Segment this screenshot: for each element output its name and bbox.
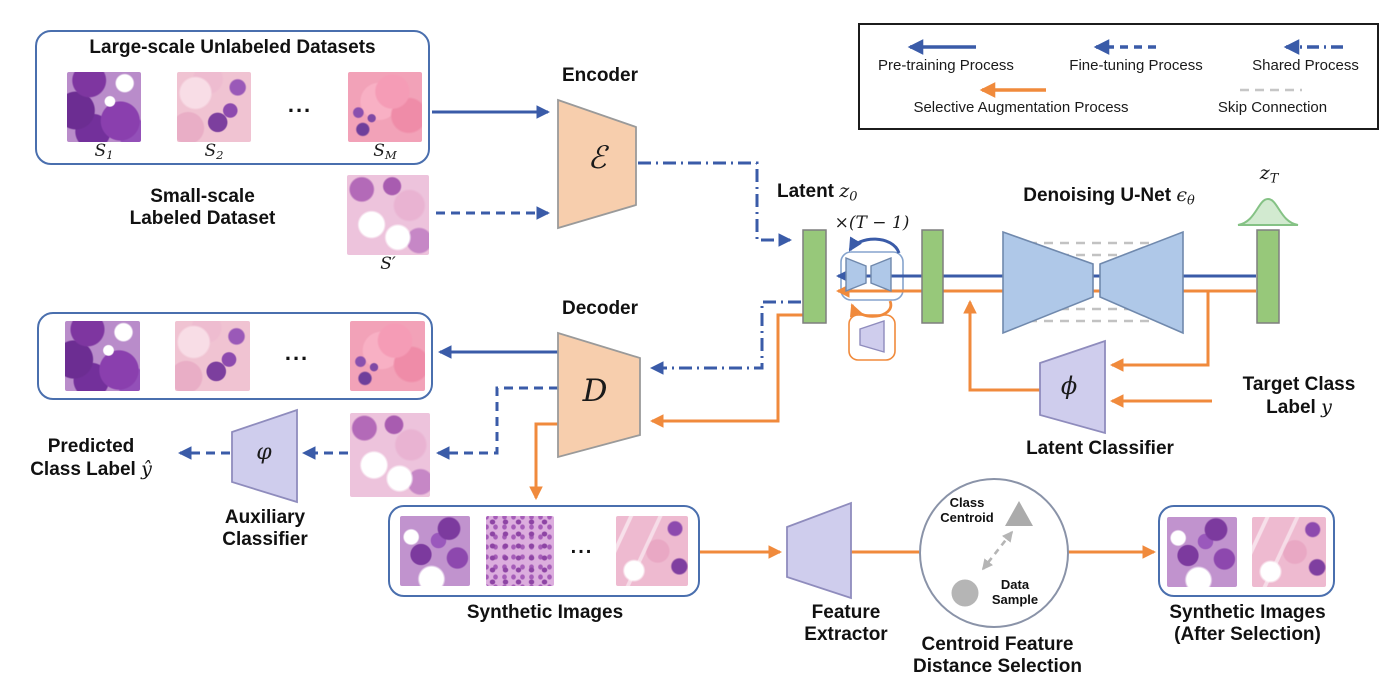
decoder-trapezoid	[557, 331, 641, 459]
sprime-label: S′	[380, 254, 396, 274]
feature-extractor-label: Feature Extractor	[804, 602, 888, 646]
legend-selective-label: Selective Augmentation Process	[913, 99, 1129, 116]
decoder-title: Decoder	[561, 298, 639, 319]
encoder-symbol: ℰ	[587, 140, 607, 176]
arrow-latent-to-decoder-orange	[649, 313, 803, 428]
target-class-label: Target Class Label y	[1242, 374, 1356, 419]
latent-classifier-trapezoid	[1039, 339, 1106, 435]
latent-zT-bar	[1256, 229, 1280, 324]
recon-patch-1	[65, 321, 140, 391]
synthetic-patch-2	[486, 516, 554, 586]
arrow-unet-to-latent-classifier	[1109, 291, 1210, 372]
latent-classifier-label: Latent Classifier	[1026, 438, 1174, 459]
encoder-title: Encoder	[561, 65, 639, 86]
aux-classifier-trapezoid	[231, 408, 298, 504]
after-selection-patch-1	[1167, 517, 1237, 587]
class-centroid-label: Class Centroid	[940, 495, 994, 526]
aux-classifier-label: Auxiliary Classifier	[222, 507, 308, 551]
histology-patch-s2	[177, 72, 251, 142]
mini-unet-right-trapezoid	[870, 256, 892, 293]
latent-z0-bar	[802, 229, 827, 324]
arrow-latent-to-decoder-shared	[649, 300, 826, 375]
unlabeled-datasets-title: Large-scale Unlabeled Datasets	[89, 37, 376, 58]
data-sample-label: Data Sample	[991, 577, 1039, 608]
mini-classifier-trapezoid	[859, 320, 885, 353]
feature-extractor-trapezoid	[786, 501, 852, 600]
mini-unet-left-trapezoid	[845, 256, 867, 293]
iteration-count-label: ×(T − 1)	[834, 213, 910, 233]
recon-sample-patch	[350, 413, 430, 497]
recon-ellipsis: ...	[284, 340, 310, 365]
s1-label: S1	[94, 141, 114, 163]
legend-skip-label: Skip Connection	[1217, 99, 1328, 116]
aux-classifier-symbol: φ	[256, 440, 272, 465]
sM-label: SM	[373, 141, 397, 163]
synthetic-patch-3	[616, 516, 688, 586]
s2-label: S2	[204, 141, 224, 163]
class-centroid-triangle	[1005, 501, 1033, 526]
predicted-class-label: Predicted Class Label ŷ	[30, 436, 152, 481]
after-selection-label: Synthetic Images (After Selection)	[1169, 602, 1326, 646]
unet-title: Denoising U-Net ϵθ	[1023, 184, 1195, 209]
after-selection-patch-2	[1252, 517, 1326, 587]
histology-patch-sM	[348, 72, 422, 142]
histology-patch-sprime	[347, 175, 429, 255]
zT-distribution-curve	[1237, 197, 1299, 226]
arrow-iteration-loop-blue	[848, 236, 901, 254]
unet-decoder-trapezoid	[1099, 230, 1184, 335]
legend-shared-label: Shared Process	[1252, 57, 1359, 74]
data-sample-dot	[951, 579, 979, 607]
legend-pretrain-label: Pre-training Process	[878, 57, 1014, 74]
histology-patch-s1	[67, 72, 141, 142]
arrow-decoder-to-sample	[435, 386, 558, 460]
arrow-encoder-to-latent	[638, 161, 793, 247]
labeled-dataset-title: Small-scale Labeled Dataset	[129, 186, 276, 230]
centroid-distance-arrow	[981, 530, 1014, 571]
arrow-classifier-guidance	[963, 299, 1040, 392]
zT-label: zT	[1259, 162, 1279, 187]
unet-encoder-trapezoid	[1002, 230, 1094, 335]
recon-patch-2	[175, 321, 250, 391]
decoder-symbol: D	[582, 373, 608, 409]
selection-label: Centroid Feature Distance Selection	[913, 634, 1082, 678]
legend-finetune-label: Fine-tuning Process	[1069, 57, 1203, 74]
arrow-decoder-to-synthetic	[529, 422, 558, 501]
latent-classifier-symbol: ϕ	[1060, 372, 1078, 400]
synthetic-images-label: Synthetic Images	[466, 602, 624, 623]
latent-z0-label: Latent z0	[777, 180, 858, 205]
encoder-trapezoid	[557, 98, 637, 230]
arrow-iteration-loop-orange	[849, 300, 893, 318]
recon-patch-3	[350, 321, 425, 391]
unlabeled-ellipsis: ...	[287, 92, 313, 117]
synthetic-ellipsis: ...	[570, 536, 594, 558]
latent-mid-bar	[921, 229, 944, 324]
legend-box	[858, 23, 1379, 130]
synthetic-patch-1	[400, 516, 470, 586]
